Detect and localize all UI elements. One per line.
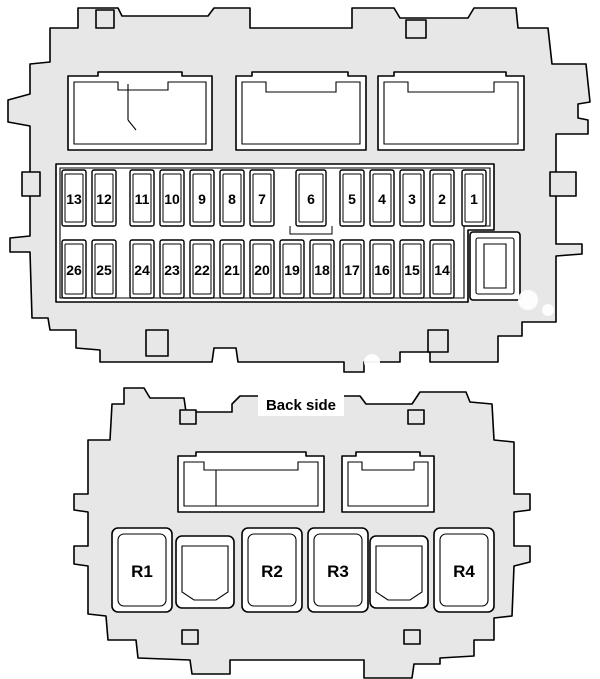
relay-label-R1: R1 [131,562,153,581]
fuse-label-10: 10 [164,191,180,207]
fuse-25: 25 [91,239,117,299]
relay-label-R3: R3 [327,562,349,581]
back-side-title: Back side [266,397,336,414]
fuse-2: 2 [429,169,455,227]
fuse-bottom-row: 26 25 24 23 22 21 20 19 18 17 16 15 14 [61,239,455,299]
fuse-label-1: 1 [470,191,478,207]
fuse-4: 4 [369,169,395,227]
fuse-label-5: 5 [348,191,356,207]
small-socket-right [369,535,429,609]
fuse-24: 24 [129,239,155,299]
fuse-top-row: 13 12 11 10 9 8 7 6 5 4 3 2 1 [61,169,487,235]
back-tab-2 [407,409,425,425]
fuse-15: 15 [399,239,425,299]
fuse-box-back: Back side R1 R2 R3 R4 [73,387,531,679]
back-side-label-bg [258,394,344,416]
top-tab-left [95,9,115,29]
fuse-13: 13 [61,169,87,227]
bottom-tab-right [427,329,449,353]
fuse-label-6: 6 [307,191,315,207]
fuse-label-26: 26 [66,262,82,278]
relay-row: R1 R2 R3 R4 [111,527,495,613]
fuse-label-21: 21 [224,262,240,278]
relay-R3: R3 [307,527,369,613]
fuse-label-20: 20 [254,262,270,278]
fuse-12: 12 [91,169,117,227]
relay-label-R2: R2 [261,562,283,581]
relay-R4: R4 [433,527,495,613]
fuse-label-22: 22 [194,262,210,278]
relay-R1: R1 [111,527,173,613]
fuse-21: 21 [219,239,245,299]
back-connector-right [341,451,435,513]
fuse-23: 23 [159,239,185,299]
fuse-26: 26 [61,239,87,299]
back-tab-1 [179,409,197,425]
panel-side-connector [469,231,521,301]
relay-R2: R2 [241,527,303,613]
connector-left [67,71,213,151]
fuse-6: 6 [289,169,333,235]
fuse-10: 10 [159,169,185,227]
fuse-17: 17 [339,239,365,299]
fuse-label-14: 14 [434,262,450,278]
top-tab-right [405,19,427,39]
fuse-14: 14 [429,239,455,299]
fuse-22: 22 [189,239,215,299]
fuse-panel [55,163,495,303]
back-tab-4 [403,629,421,645]
connector-right [377,71,525,151]
fuse-label-23: 23 [164,262,180,278]
fuse-18: 18 [309,239,335,299]
side-tab-right [549,171,577,197]
fuse-label-12: 12 [96,191,112,207]
fuse-3: 3 [399,169,425,227]
fuse-8: 8 [219,169,245,227]
fuse-label-8: 8 [228,191,236,207]
fuse-label-16: 16 [374,262,390,278]
fuse-label-2: 2 [438,191,446,207]
small-socket-left [175,535,235,609]
scan-artifacts [364,290,554,370]
fuse-label-17: 17 [344,262,360,278]
fuse-label-15: 15 [404,262,420,278]
fuse-20: 20 [249,239,275,299]
fuse-7: 7 [249,169,275,227]
relay-label-R4: R4 [453,562,475,581]
fuse-5: 5 [339,169,365,227]
fuse-1: 1 [461,169,487,227]
fuse-19: 19 [279,239,305,299]
fuse-label-9: 9 [198,191,206,207]
fuse-16: 16 [369,239,395,299]
fuse-label-4: 4 [378,191,386,207]
fuse-9: 9 [189,169,215,227]
fuse-label-7: 7 [258,191,266,207]
side-tab-left [21,171,41,197]
fuse-label-3: 3 [408,191,416,207]
fuse-11: 11 [129,169,155,227]
fuse-label-13: 13 [66,191,82,207]
connector-middle [235,71,367,151]
fuse-label-24: 24 [134,262,150,278]
back-connector-left [177,451,325,513]
back-tab-3 [181,629,199,645]
fuse-label-25: 25 [96,262,112,278]
fuse-label-19: 19 [284,262,300,278]
bottom-tab-left [145,329,169,357]
fuse-label-18: 18 [314,262,330,278]
fuse-label-11: 11 [135,191,150,207]
